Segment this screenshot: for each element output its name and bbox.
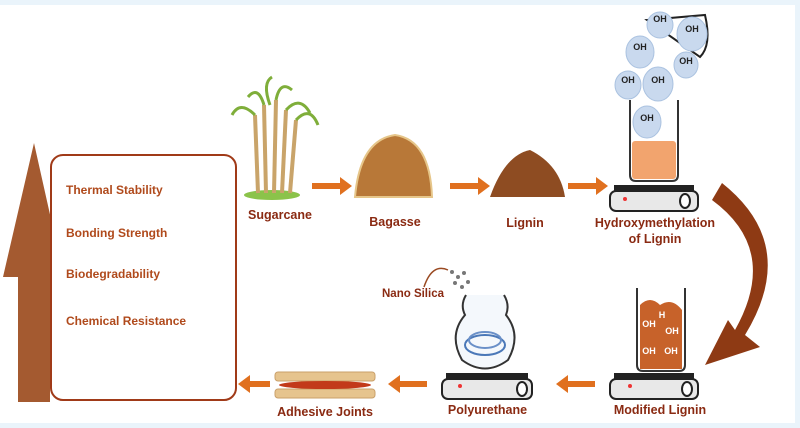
label-modified-lignin: Modified Lignin <box>613 403 707 417</box>
label-of-lignin: of Lignin <box>628 232 682 246</box>
label-sugarcane: Sugarcane <box>248 208 312 222</box>
oh-label: OH <box>653 14 667 24</box>
oh-label: OH <box>651 75 665 85</box>
property-chemical-resistance: Chemical Resistance <box>66 314 187 328</box>
property-bonding-strength: Bonding Strength <box>66 226 168 240</box>
modified-oh-label: OH <box>664 346 678 356</box>
modified-oh-label: OH <box>642 319 656 329</box>
modified-oh-label: H <box>658 310 666 320</box>
sugarcane-icon <box>230 75 320 200</box>
modified-lignin-beaker <box>636 288 686 372</box>
arrow-polyurethane-to-adhesive <box>388 375 427 393</box>
hotplate-hydroxy <box>609 185 699 212</box>
hotplate-modified <box>609 373 699 400</box>
label-hydroxymethylation: Hydroxymethylation <box>594 216 716 230</box>
hydroxy-beaker <box>629 13 709 182</box>
arrow-bagasse-to-lignin <box>450 177 490 195</box>
nano-silica-particles <box>450 270 470 289</box>
properties-box <box>50 154 237 401</box>
oh-label: OH <box>621 75 635 85</box>
modified-oh-label: OH <box>665 326 679 336</box>
oh-label: OH <box>679 56 693 66</box>
lignin-icon <box>490 150 565 197</box>
oh-bubbles <box>614 11 708 139</box>
modified-oh-label: OH <box>642 346 656 356</box>
diagram-canvas: Thermal Stability Bonding Strength Biode… <box>0 5 795 423</box>
diagram-svg <box>3 11 768 402</box>
label-adhesive-joints: Adhesive Joints <box>277 405 373 419</box>
label-bagasse: Bagasse <box>369 215 421 229</box>
oh-label: OH <box>685 24 699 34</box>
property-biodegradability: Biodegradability <box>66 267 161 281</box>
curved-arrow <box>705 183 768 365</box>
arrow-adhesive-to-properties <box>238 375 270 393</box>
adhesive-joint-icon <box>274 371 376 399</box>
label-polyurethane: Polyurethane <box>447 403 528 417</box>
nano-silica-curve-arrow <box>423 267 449 288</box>
arrow-sugarcane-to-bagasse <box>312 177 352 195</box>
label-lignin: Lignin <box>506 216 544 230</box>
arrow-modified-to-polyurethane <box>556 375 595 393</box>
big-up-arrow <box>3 143 64 402</box>
flow-arrows-bottom <box>238 375 595 393</box>
oh-label: OH <box>640 113 654 123</box>
polyurethane-flask <box>454 294 516 370</box>
oh-label: OH <box>633 42 647 52</box>
label-nano-silica: Nano Silica <box>382 288 444 300</box>
property-thermal-stability: Thermal Stability <box>66 183 163 197</box>
flow-arrows-top <box>312 177 608 195</box>
bagasse-icon <box>353 133 434 198</box>
arrow-lignin-to-hydroxy <box>568 177 608 195</box>
hotplate-polyurethane <box>441 373 533 400</box>
